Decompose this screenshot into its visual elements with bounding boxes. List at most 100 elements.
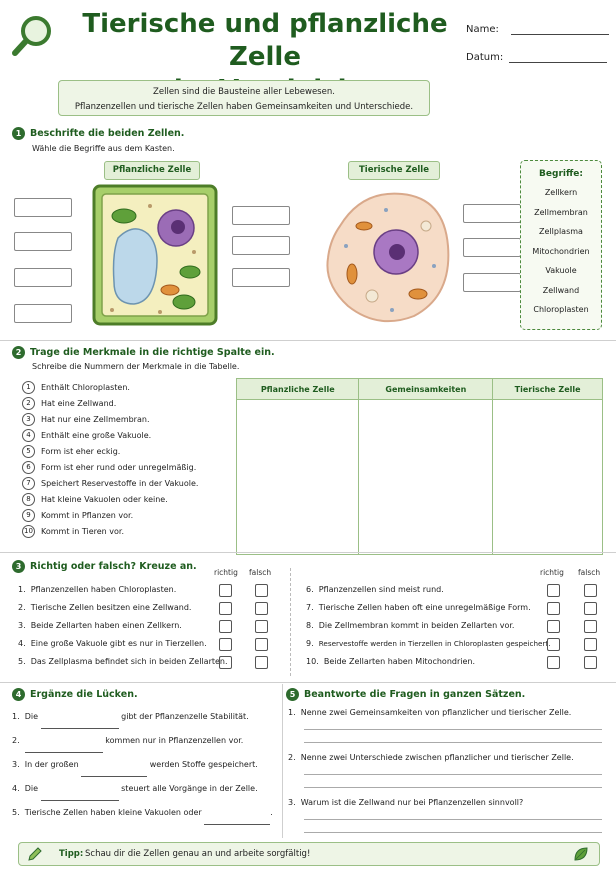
leaf-icon: [573, 846, 589, 871]
name-label: Name:: [466, 24, 499, 35]
checkbox-wrong[interactable]: [255, 602, 268, 615]
checkbox-wrong[interactable]: [584, 602, 597, 615]
question: 3. Warum ist die Zellwand nur bei Pflanz…: [288, 798, 524, 807]
checkbox-right[interactable]: [547, 602, 560, 615]
vertical-divider: [282, 684, 283, 838]
checkbox-wrong[interactable]: [255, 620, 268, 633]
truefalse-left: 1. Pflanzenzellen haben Chloroplasten. 2…: [18, 581, 278, 671]
animal-cell-illustration: [322, 186, 454, 326]
gap-blank[interactable]: [81, 764, 148, 777]
col-right-label: richtig: [540, 568, 564, 577]
gap-row: 1. Die gibt der Pflanzenzelle Stabilität…: [12, 705, 282, 729]
term: Zellkern: [544, 188, 578, 197]
name-field[interactable]: Name:: [466, 24, 609, 35]
gap-row: 4. Die steuert alle Vorgänge in der Zell…: [12, 777, 282, 801]
label-box[interactable]: [232, 236, 290, 255]
statement-row: 6. Pflanzenzellen sind meist rund.: [306, 581, 606, 599]
term: Zellplasma: [539, 227, 583, 236]
answer-line[interactable]: [304, 820, 602, 833]
term: Vakuole: [545, 266, 577, 275]
label-box[interactable]: [463, 273, 521, 292]
checkbox-right[interactable]: [547, 656, 560, 669]
tip-box: Tipp: Schau dir die Zellen genau an und …: [18, 842, 600, 866]
answer-line[interactable]: [304, 775, 602, 788]
gap-row: 2. kommen nur in Pflanzenzellen vor.: [12, 729, 282, 753]
truefalse-right: 6. Pflanzenzellen sind meist rund. 7. Ti…: [306, 581, 606, 671]
term: Zellmembran: [534, 207, 588, 217]
plant-cell-illustration: [90, 182, 220, 328]
statement-row: 8. Die Zellmembran kommt in beiden Zella…: [306, 617, 606, 635]
gap-blank[interactable]: [24, 740, 103, 753]
label-box[interactable]: [14, 268, 72, 287]
questions: 1. Nenne zwei Gemeinsamkeiten von pflanz…: [288, 708, 602, 833]
statement-row: 1. Pflanzenzellen haben Chloroplasten.: [18, 581, 278, 599]
question: 1. Nenne zwei Gemeinsamkeiten von pflanz…: [288, 708, 572, 717]
checkbox-right[interactable]: [219, 656, 232, 669]
vertical-divider: [290, 568, 291, 676]
term: Chloroplasten: [533, 305, 589, 314]
checkbox-wrong[interactable]: [584, 620, 597, 633]
label-box[interactable]: [14, 304, 72, 323]
answer-line[interactable]: [304, 730, 602, 743]
checkbox-wrong[interactable]: [584, 656, 597, 669]
col-wrong-label: falsch: [249, 568, 272, 577]
column-header: Pflanzliche Zelle: [235, 378, 360, 400]
gap-fill: 1. Die gibt der Pflanzenzelle Stabilität…: [12, 705, 282, 825]
answer-line[interactable]: [304, 717, 602, 730]
statement-row: 10. Beide Zellarten haben Mitochondrien.: [306, 653, 606, 671]
label-box[interactable]: [232, 206, 290, 225]
question: 2. Nenne zwei Unterschiede zwischen pfla…: [288, 753, 574, 762]
divider: [0, 682, 616, 683]
answer-line[interactable]: [304, 762, 602, 775]
checkbox-wrong[interactable]: [584, 638, 597, 651]
checkbox-right[interactable]: [219, 602, 232, 615]
checkbox-right[interactable]: [219, 620, 232, 633]
column-header: Gemeinsamkeiten: [358, 378, 494, 400]
date-field[interactable]: Datum:: [466, 52, 608, 63]
sorting-table: Pflanzliche Zelle Gemeinsamkeiten Tieris…: [235, 378, 603, 555]
label-box[interactable]: [14, 198, 72, 217]
plant-cell-label: Pflanzliche Zelle: [104, 161, 200, 180]
statement-row: 4. Eine große Vakuole gibt es nur in Tie…: [18, 635, 278, 653]
term: Mitochondrien: [532, 246, 590, 256]
checkbox-right[interactable]: [547, 620, 560, 633]
answer-line[interactable]: [304, 807, 602, 820]
checkbox-right[interactable]: [547, 638, 560, 651]
label-box[interactable]: [463, 204, 521, 223]
animal-cell-label: Tierische Zelle: [348, 161, 440, 180]
label-box[interactable]: [14, 232, 72, 251]
gap-blank[interactable]: [204, 812, 271, 825]
checkbox-wrong[interactable]: [584, 584, 597, 597]
term: Zellwand: [542, 285, 580, 295]
answer-cell[interactable]: [358, 399, 494, 555]
statement-row: 7. Tierische Zellen haben oft eine unreg…: [306, 599, 606, 617]
label-box[interactable]: [463, 238, 521, 257]
checkbox-right[interactable]: [547, 584, 560, 597]
terms-box: Begriffe: Zellkern Zellmembran Zellplasm…: [520, 160, 602, 330]
checkbox-right[interactable]: [219, 638, 232, 651]
checkbox-wrong[interactable]: [255, 584, 268, 597]
checkbox-right[interactable]: [219, 584, 232, 597]
divider: [0, 552, 616, 553]
intro-box: Zellen sind die Bausteine aller Lebewese…: [58, 80, 430, 116]
gap-blank[interactable]: [40, 716, 119, 729]
answer-cell[interactable]: [235, 399, 360, 555]
checkbox-wrong[interactable]: [255, 638, 268, 651]
label-box[interactable]: [232, 268, 290, 287]
gap-blank[interactable]: [40, 788, 119, 801]
checkbox-wrong[interactable]: [255, 656, 268, 669]
answer-cell[interactable]: [492, 399, 603, 555]
col-wrong-label: falsch: [578, 568, 601, 577]
